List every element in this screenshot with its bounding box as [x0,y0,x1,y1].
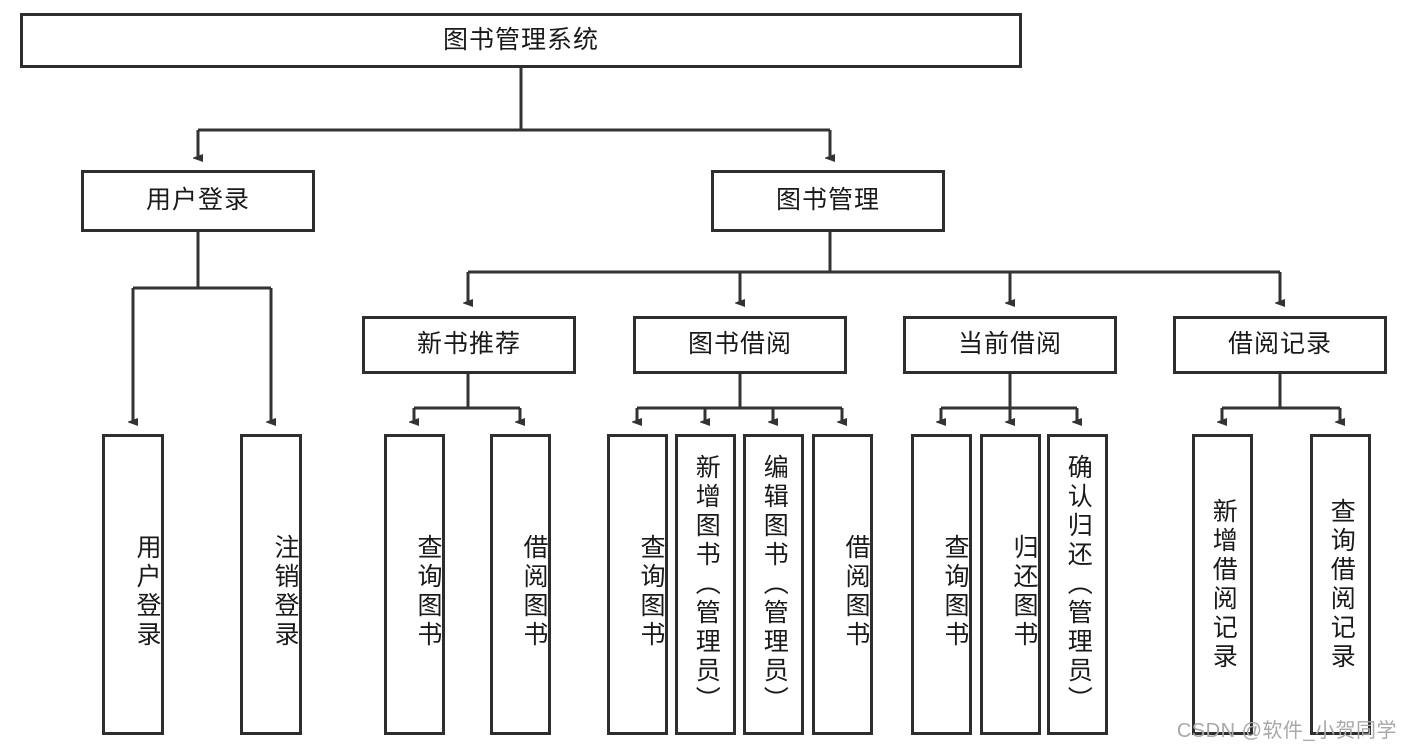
node-label: 查询图书 [941,533,969,650]
node-label: 新增借阅记录 [1209,497,1238,672]
csdn-watermark: CSDN @软件_小贺同学 [1176,720,1397,742]
node-label: 查询图书 [414,533,442,650]
node-label: 注销登录 [271,533,299,650]
node-leaf-return-book[interactable]: 归还图书 [980,434,1041,735]
node-label: 确认归还（管理员） [1064,454,1093,715]
node-label: 图书管理 [775,186,880,215]
node-label: 用户登录 [133,533,161,650]
node-label: 当前借阅 [957,330,1062,359]
node-leaf-query-borrow-record[interactable]: 查询借阅记录 [1310,434,1371,735]
node-leaf-query-book-3[interactable]: 查询图书 [911,434,972,735]
node-label: 借阅图书 [520,533,548,650]
node-leaf-borrow-book-1[interactable]: 借阅图书 [490,434,551,735]
node-label: 借阅图书 [842,533,870,650]
node-leaf-query-book-2[interactable]: 查询图书 [607,434,668,735]
node-root-system[interactable]: 图书管理系统 [20,13,1022,68]
node-current-borrow[interactable]: 当前借阅 [903,316,1117,374]
node-user-login[interactable]: 用户登录 [81,170,315,232]
node-leaf-logout-login[interactable]: 注销登录 [240,434,302,735]
node-label: 查询图书 [637,533,665,650]
node-label: 新书推荐 [416,330,521,359]
node-label: 编辑图书（管理员） [760,454,789,715]
node-label: 新增图书（管理员） [692,454,721,715]
node-leaf-query-book-1[interactable]: 查询图书 [384,434,445,735]
node-label: 图书管理系统 [442,25,599,54]
node-leaf-add-borrow-record[interactable]: 新增借阅记录 [1192,434,1253,735]
node-borrow-record[interactable]: 借阅记录 [1173,316,1387,374]
node-book-management[interactable]: 图书管理 [711,170,945,232]
node-label: 查询借阅记录 [1327,497,1356,672]
node-leaf-confirm-return-admin[interactable]: 确认归还（管理员） [1047,434,1108,735]
node-leaf-add-book-admin[interactable]: 新增图书（管理员） [675,434,736,735]
node-new-book-recommend[interactable]: 新书推荐 [362,316,576,374]
node-label: 借阅记录 [1227,330,1332,359]
node-label: 归还图书 [1010,533,1038,650]
node-label: 用户登录 [145,186,250,215]
node-leaf-user-login[interactable]: 用户登录 [102,434,164,735]
node-leaf-borrow-book-2[interactable]: 借阅图书 [812,434,873,735]
node-leaf-edit-book-admin[interactable]: 编辑图书（管理员） [743,434,804,735]
node-label: 图书借阅 [687,330,792,359]
node-book-borrow[interactable]: 图书借阅 [633,316,847,374]
